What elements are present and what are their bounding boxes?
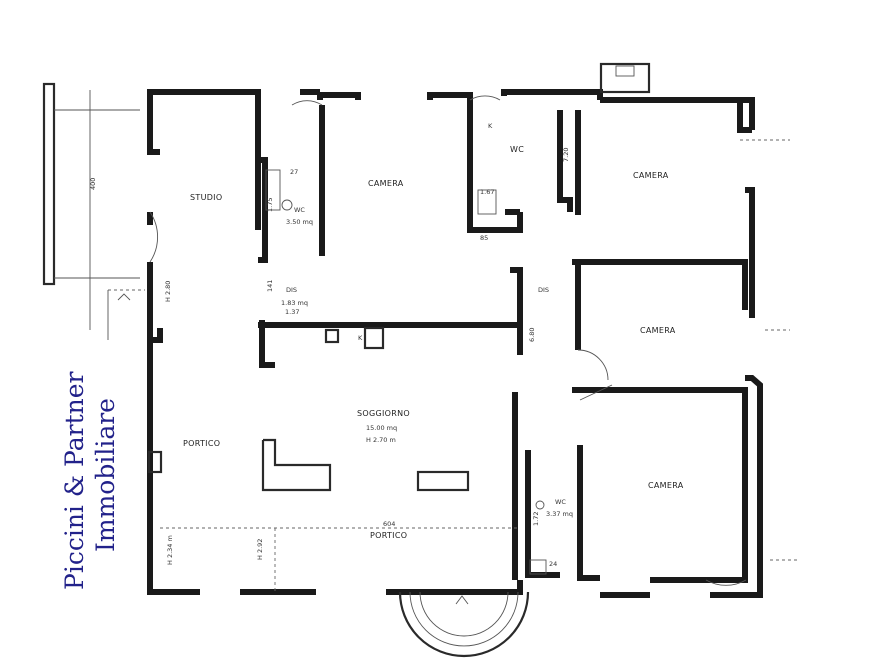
wc-fixtures	[265, 169, 547, 575]
room-label-dis-left: DIS	[286, 286, 297, 294]
watermark-line-1: Piccini & Partner	[60, 371, 89, 590]
left-terrace	[42, 82, 140, 340]
room-label-camera-top-right: CAMERA	[633, 171, 669, 180]
dim-172: 1.72	[532, 512, 540, 526]
entrance-steps	[398, 591, 530, 658]
porch-guides	[108, 139, 800, 592]
room-label-wc-top: WC	[510, 145, 524, 154]
dim-27: 27	[290, 168, 298, 176]
room-area-wc-left: 3.50 mq	[286, 218, 313, 226]
soggiorno-blocks	[147, 326, 470, 492]
room-label-wc-bottom: WC	[555, 498, 566, 506]
balcony-top	[599, 62, 651, 94]
room-height-soggiorno: H 2.70 m	[366, 436, 396, 444]
room-label-dis-center: DIS	[538, 286, 549, 294]
dim-24: 24	[549, 560, 557, 568]
dim-141: 141	[266, 280, 274, 292]
door-swings	[149, 95, 747, 586]
outer-walls	[147, 89, 763, 598]
dim-h292: H 2.92	[256, 539, 264, 560]
dim-85: 85	[480, 234, 488, 242]
room-area-dis-left: 1.83 mq	[281, 299, 308, 307]
dim-680: 6.80	[528, 328, 536, 342]
room-label-camera-mid-right: CAMERA	[640, 326, 676, 335]
dim-175: 1.75	[266, 198, 274, 212]
room-area-wc-bottom: 3.37 mq	[546, 510, 573, 518]
room-label-portico-bottom: PORTICO	[370, 531, 407, 540]
dim-1-67: 1.67	[480, 188, 494, 196]
dim-604: 604	[383, 520, 395, 528]
room-label-portico-left: PORTICO	[183, 439, 220, 448]
dim-1-37: 1.37	[285, 308, 299, 316]
watermark-line-2: Immobiliare	[91, 398, 120, 552]
room-label-wc-left: WC	[294, 206, 305, 214]
dim-720: 7.20	[562, 148, 570, 162]
dim-h234: H 2.34 m	[166, 535, 174, 565]
room-label-studio: STUDIO	[190, 193, 222, 202]
dim-400: 400	[89, 178, 97, 190]
dim-h280: H 2.80	[164, 281, 172, 302]
room-area-soggiorno: 15.00 mq	[366, 424, 397, 432]
room-label-camera-bottom-right: CAMERA	[648, 481, 684, 490]
dim-kitchen: K	[358, 334, 363, 342]
room-label-camera-top: CAMERA	[368, 179, 404, 188]
dim-d-k: K	[488, 122, 493, 130]
interior-walls	[150, 100, 748, 583]
room-label-soggiorno: SOGGIORNO	[357, 409, 410, 418]
agency-watermark: Piccini & Partner Immobiliare	[60, 371, 122, 590]
